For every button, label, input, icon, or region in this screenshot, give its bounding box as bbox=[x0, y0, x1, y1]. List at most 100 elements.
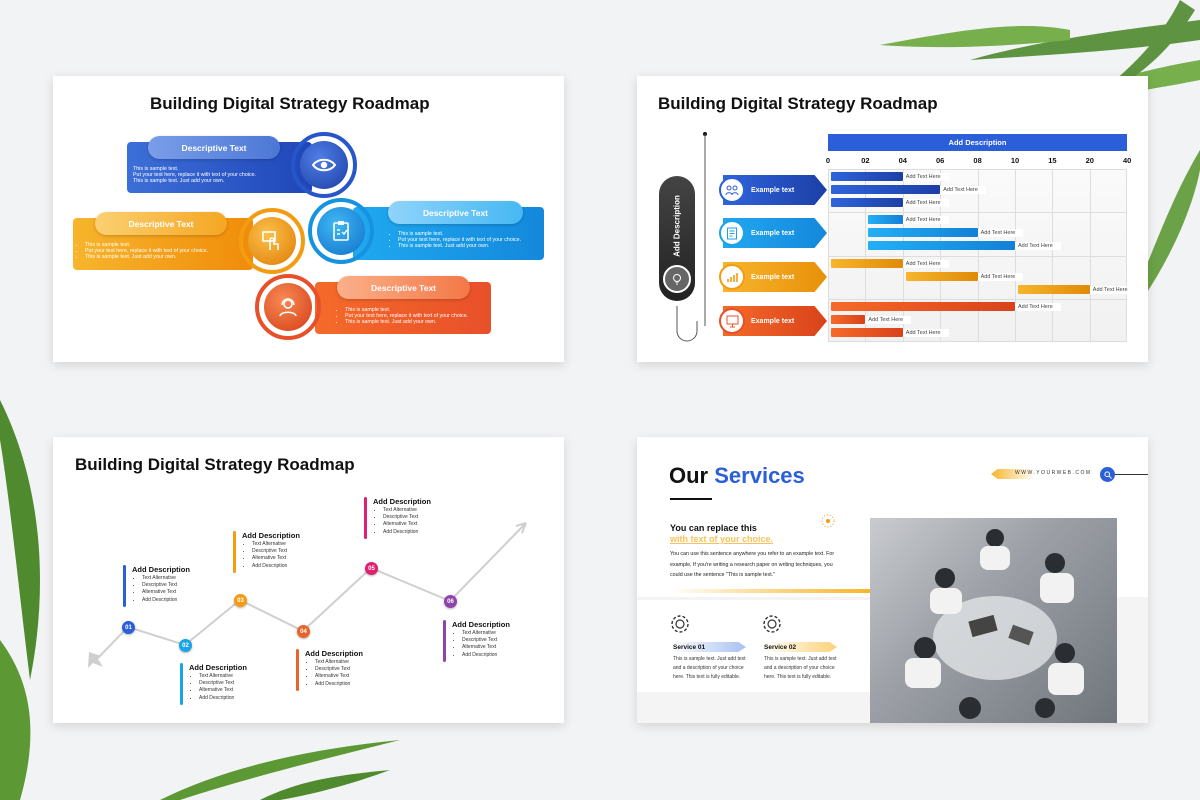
people-around-table-illustration bbox=[905, 529, 1084, 719]
gantt-bar bbox=[831, 198, 903, 207]
milestone-heading: Add Description bbox=[132, 565, 190, 574]
presentation-icon bbox=[726, 315, 738, 327]
gantt-bar-label: Add Text Here bbox=[902, 259, 949, 268]
url-pill[interactable] bbox=[991, 469, 1101, 479]
grid-line bbox=[977, 169, 979, 342]
milestone-accent-bar bbox=[296, 649, 299, 691]
milestone-list-item: Add Description bbox=[315, 681, 350, 688]
service-title: Service 02 bbox=[764, 644, 797, 651]
x-tick-label: 06 bbox=[936, 156, 945, 165]
item-bullets: This is sample text.Put your text here, … bbox=[335, 307, 468, 326]
team-meeting-photo bbox=[870, 518, 1117, 723]
document-icon bbox=[727, 227, 737, 239]
x-tick-label: 10 bbox=[1010, 156, 1020, 165]
x-tick-label: 08 bbox=[973, 156, 982, 165]
milestone-list-item: Descriptive Text bbox=[462, 637, 497, 644]
item-pill: Descriptive Text bbox=[95, 212, 227, 235]
milestone-card: Add DescriptionText AlternativeDescripti… bbox=[233, 531, 323, 573]
grid-line bbox=[940, 169, 942, 342]
milestone-accent-bar bbox=[123, 565, 126, 607]
milestone-accent-bar bbox=[233, 531, 236, 573]
grid-line bbox=[1052, 169, 1054, 342]
row-icon-badge bbox=[719, 177, 745, 203]
milestone-path bbox=[88, 522, 527, 668]
milestone-list-item: Text Alternative bbox=[199, 673, 234, 680]
milestone-list-item: Descriptive Text bbox=[383, 514, 418, 521]
slide-title: Building Digital Strategy Roadmap bbox=[75, 455, 355, 474]
gantt-bar bbox=[905, 272, 978, 281]
grid-line bbox=[902, 169, 904, 342]
slide-roadmap-circles[interactable]: Building Digital Strategy Roadmap Descri… bbox=[53, 76, 564, 362]
service-pill bbox=[670, 642, 746, 652]
gantt-bar-label: Add Text Here bbox=[977, 228, 1024, 237]
grid-line bbox=[828, 299, 1128, 300]
gantt-bar bbox=[868, 228, 978, 237]
growth-chart-icon bbox=[726, 273, 738, 282]
gantt-bar bbox=[1018, 285, 1090, 294]
milestone-card: Add Description Text AlternativeDescripti… bbox=[443, 620, 533, 662]
milestone-list-item: Text Alternative bbox=[315, 659, 350, 666]
milestone-heading: Add Description bbox=[189, 663, 247, 672]
section-subtitle: You can replace this bbox=[670, 523, 757, 533]
gantt-bar-label: Add Text Here bbox=[902, 328, 949, 337]
gantt-bar bbox=[831, 185, 941, 194]
website-url[interactable]: WWW.YOURWEB.COM bbox=[1015, 470, 1092, 476]
url-line bbox=[1115, 474, 1148, 475]
item-ring-orange bbox=[239, 208, 305, 274]
milestone-list-item: Alternative Text bbox=[199, 687, 234, 694]
search-button[interactable] bbox=[1100, 467, 1115, 482]
milestone-accent-bar bbox=[443, 620, 446, 662]
gantt-bar bbox=[831, 315, 866, 324]
gantt-bar bbox=[868, 241, 1015, 250]
milestone-list-item: Alternative Text bbox=[383, 521, 418, 528]
section-subtitle-accent: with text of your choice. bbox=[670, 534, 774, 544]
slide-our-services[interactable]: Our Services WWW.YOURWEB.COM You can rep… bbox=[637, 437, 1148, 723]
gantt-bar bbox=[868, 215, 903, 224]
gantt-bar-label: Add Text Here bbox=[902, 215, 949, 224]
grid-line bbox=[1015, 169, 1016, 342]
service-description: This is sample text. Just add text and a… bbox=[764, 656, 837, 680]
slide-roadmap-gantt[interactable]: Building Digital Strategy Roadmap Add De… bbox=[637, 76, 1148, 362]
gantt-bar bbox=[831, 172, 903, 181]
gantt-bar-label: Add Text Here bbox=[1015, 302, 1061, 311]
milestone-list-item: Add Description bbox=[142, 597, 177, 604]
milestone-list-item: Descriptive Text bbox=[252, 548, 287, 555]
chart-header: Add Description bbox=[828, 134, 1127, 151]
x-tick-label: 04 bbox=[898, 156, 907, 165]
gantt-bar-label: Add Text Here bbox=[902, 172, 949, 181]
milestone-marker: 04 bbox=[297, 625, 310, 638]
accent-line bbox=[670, 589, 870, 593]
user-headset-icon bbox=[279, 298, 297, 317]
item-pill: Descriptive Text bbox=[337, 276, 470, 299]
gantt-bar-label: Add Text Here bbox=[977, 272, 1024, 281]
milestone-list-item: Add Description bbox=[462, 652, 497, 659]
milestone-accent-bar bbox=[364, 497, 367, 539]
gantt-bar-label: Add Text Here bbox=[1089, 285, 1136, 294]
milestone-list-item: Add Description bbox=[383, 529, 418, 536]
gantt-bar bbox=[831, 328, 903, 337]
milestone-heading: Add Description bbox=[242, 531, 300, 540]
service-description: This is sample text. Just add text and a… bbox=[673, 656, 746, 680]
service-title: Service 01 bbox=[673, 644, 706, 651]
milestone-marker: 03 bbox=[234, 594, 247, 607]
grid-line bbox=[828, 256, 1128, 257]
grid-line bbox=[1089, 169, 1091, 342]
x-tick-label: 20 bbox=[1085, 156, 1094, 165]
gantt-bar-label: Add Text Here bbox=[865, 315, 912, 324]
x-tick-label: 02 bbox=[861, 156, 870, 165]
milestone-list-item: Alternative Text bbox=[462, 644, 497, 651]
item-bullets: This is sample text.Put your text here, … bbox=[388, 231, 521, 250]
milestone-list-item: Text Alternative bbox=[462, 630, 497, 637]
milestone-list-item: Text Alternative bbox=[142, 575, 177, 582]
side-label-icon bbox=[663, 265, 691, 293]
search-icon bbox=[1103, 470, 1112, 479]
milestone-list-item: Descriptive Text bbox=[315, 666, 350, 673]
timeline-line bbox=[676, 132, 707, 342]
item-circle-blue bbox=[300, 141, 348, 189]
item-circle-orange bbox=[248, 217, 296, 265]
milestone-list: Text AlternativeDescriptive TextAlternat… bbox=[242, 541, 287, 570]
milestone-marker: 01 bbox=[122, 621, 135, 634]
grid-line bbox=[865, 169, 867, 342]
milestone-list-item: Descriptive Text bbox=[142, 582, 177, 589]
